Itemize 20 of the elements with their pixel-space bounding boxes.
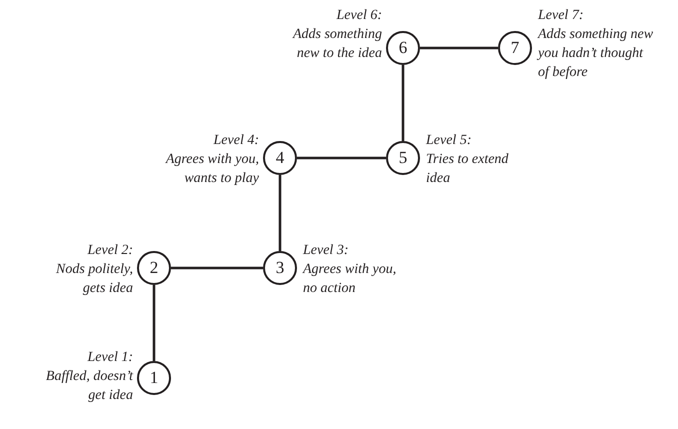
level-description: Baffled, doesn’t get idea [44, 368, 133, 405]
connector-line [171, 266, 263, 270]
level-description: Agrees with you, no action [303, 261, 398, 298]
level-heading: Level 2: [86, 242, 133, 260]
level-description: Tries to extend idea [426, 151, 510, 188]
connector-line [297, 156, 386, 160]
connector-line [278, 175, 282, 251]
connector-line [420, 46, 498, 50]
connector-line [402, 65, 404, 141]
connector-line [152, 285, 156, 361]
level-heading: Level 7: [538, 7, 584, 25]
level-description: Adds something new to the idea [291, 26, 382, 63]
level-heading: Level 3: [303, 242, 350, 260]
level-description: Nods politely, gets idea [55, 261, 133, 298]
level-heading: Level 4: [212, 132, 259, 150]
level-description: Adds something new you hadn’t thought of before [538, 26, 654, 82]
level-heading: Level 1: [86, 349, 133, 367]
level-description: Agrees with you, wants to play [164, 151, 259, 188]
level-heading: Level 5: [426, 132, 472, 150]
level-heading: Level 6: [335, 7, 382, 25]
